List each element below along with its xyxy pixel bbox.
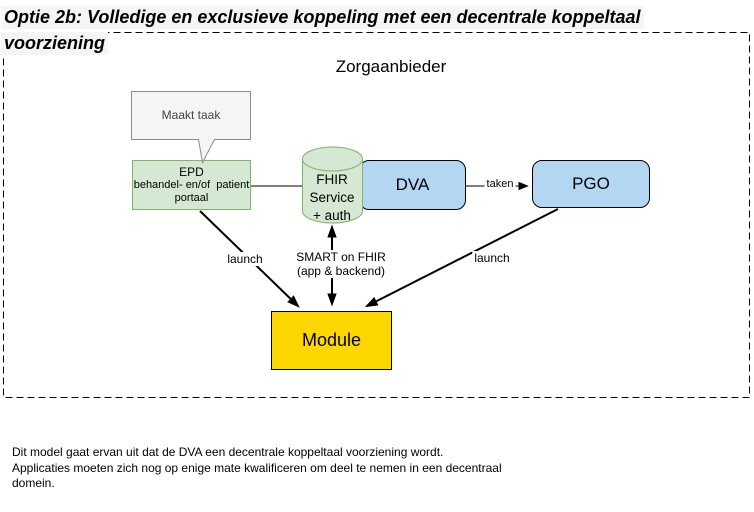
epd-label-line2: behandel- en/of patient [133,178,250,191]
smart-on-fhir-edge-label: SMART on FHIR (app & backend) [294,250,388,278]
fhir-service-label: FHIR Service + auth [302,171,362,225]
dva-node: DVA [359,160,466,210]
callout-text: Maakt taak [161,108,221,122]
epd-node: EPD behandel- en/of patient portaal [132,160,251,210]
launch-arrow-right [367,208,559,306]
zorgaanbieder-boundary [3,32,750,398]
launch-left-edge-label: launch [225,252,265,266]
pgo-label: PGO [572,174,610,193]
epd-label-line1: EPD [179,164,204,179]
module-node: Module [271,311,392,370]
module-label: Module [301,330,362,350]
launch-right-edge-label: launch [472,251,512,265]
taken-edge-label: taken [484,178,516,190]
smart-label-line1: SMART on FHIR [296,250,386,264]
page-title-line1: Optie 2b: Volledige en exclusieve koppel… [1,6,644,29]
footnote-text: Dit model gaat ervan uit dat de DVA een … [12,445,502,490]
page-title-line2: voorziening [1,32,109,55]
fhir-label-line2: Service [309,190,355,205]
fhir-label-line1: FHIR [316,172,348,187]
dva-label: DVA [395,175,430,194]
smart-label-line2: (app & backend) [296,264,386,278]
fhir-label-line3: + auth [313,208,351,223]
pgo-node: PGO [532,160,650,208]
zorgaanbieder-label: Zorgaanbieder [335,57,447,76]
epd-label-line3: portaal [174,191,209,204]
